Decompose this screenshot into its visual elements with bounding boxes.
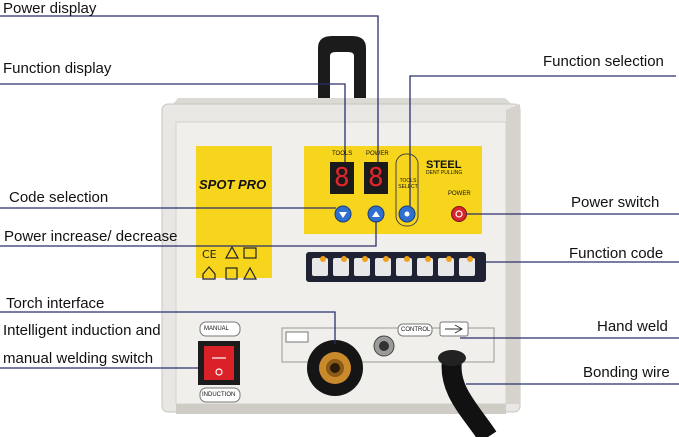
label-function-code: Function code: [569, 245, 664, 262]
display-left-digit: 8: [334, 163, 350, 193]
induction-text: INDUCTION: [202, 392, 236, 398]
manual-text: MANUAL: [204, 326, 230, 332]
brand-sticker: [196, 146, 272, 278]
label-torch-interface: Torch interface: [6, 295, 105, 312]
label-power-increase-decrease: Power increase/ decrease: [4, 228, 178, 245]
tools-select-text: TOOLS SELECT: [398, 178, 418, 190]
steel-text: STEEL: [426, 159, 462, 171]
label-power-display: Power display: [3, 0, 97, 17]
power-text: POWER: [448, 191, 471, 197]
dent-pulling-text: DENT PULLING: [426, 170, 463, 176]
label-power-switch: Power switch: [571, 194, 660, 211]
function-code-icons: [312, 258, 475, 276]
display-right-digit: 8: [368, 163, 384, 193]
brand-text: SPOT PRO: [199, 177, 267, 192]
power-display: [364, 162, 388, 194]
label-intelligent-induction-line1: Intelligent induction and: [3, 322, 161, 339]
bonding-cable: [441, 358, 497, 437]
label-hand-weld: Hand weld: [597, 318, 668, 335]
warning-icons: CE: [202, 245, 258, 280]
label-intelligent-induction-line2: manual welding switch: [3, 350, 154, 367]
display-right-label: POWER: [366, 151, 389, 157]
control-text: CONTROL: [401, 327, 431, 333]
label-code-selection: Code selection: [9, 189, 109, 206]
svg-text:CE: CE: [202, 248, 217, 261]
label-function-display: Function display: [3, 60, 112, 77]
function-display: [330, 162, 354, 194]
label-bonding-wire: Bonding wire: [583, 364, 670, 381]
display-left-label: TOOLS: [332, 151, 353, 157]
label-function-selection: Function selection: [543, 53, 664, 70]
